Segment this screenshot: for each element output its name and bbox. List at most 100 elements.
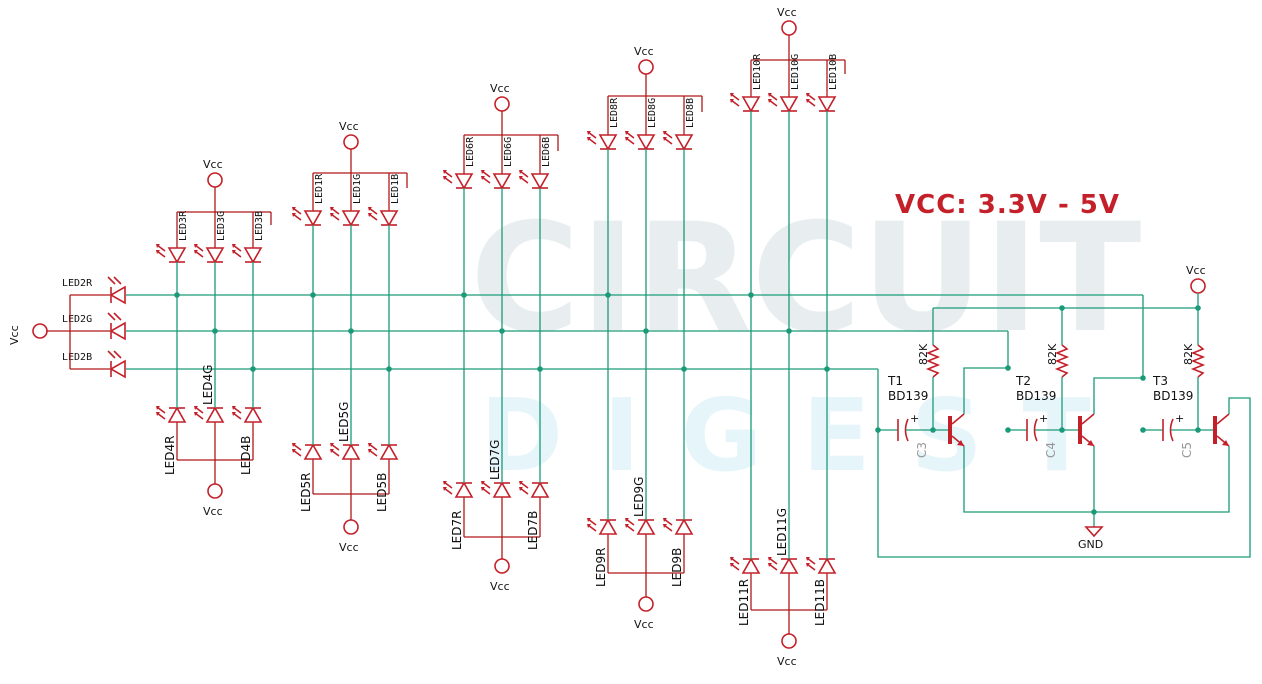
led-arrowhead <box>625 137 629 141</box>
capacitor-label: C5 <box>1180 442 1194 458</box>
led-triangle <box>530 481 550 498</box>
led-triangle <box>243 247 263 264</box>
column-row-junction <box>748 292 754 298</box>
vcc-label: Vcc <box>203 158 223 171</box>
led-arrowhead <box>443 176 447 180</box>
top-led <box>625 131 656 151</box>
led-arrowhead <box>194 250 198 254</box>
led-triangle <box>454 481 474 498</box>
led-arrow <box>113 276 122 285</box>
led-triangle <box>379 443 399 460</box>
vcc-label: Vcc <box>490 82 510 95</box>
led-arrowhead <box>232 244 236 248</box>
led-arrowhead <box>330 213 334 217</box>
bottom-led-label: LED4R <box>163 436 177 475</box>
top-led-label: LED3G <box>216 211 227 241</box>
led-triangle <box>205 406 225 423</box>
top-led-label: LED1G <box>352 174 363 204</box>
top-led <box>806 93 837 113</box>
led-arrowhead <box>768 99 772 103</box>
left-vcc-label: Vcc <box>8 325 21 345</box>
bottom-led-label: LED11B <box>813 579 827 626</box>
led-triangle <box>109 359 126 379</box>
left-vcc-terminal <box>32 323 48 339</box>
led-arrowhead <box>768 557 772 561</box>
led-arrowhead <box>481 481 485 485</box>
column-row-junction <box>824 366 830 372</box>
led-triangle <box>817 96 837 113</box>
led-arrowhead <box>519 481 523 485</box>
vcc-terminal <box>494 96 510 112</box>
led-arrowhead <box>730 557 734 561</box>
led-arrowhead <box>663 137 667 141</box>
top-led-label: LED10G <box>790 54 801 90</box>
row-led-3 <box>107 350 126 379</box>
led-arrowhead <box>330 449 334 453</box>
vcc-terminal <box>207 172 223 188</box>
transistor-part: BD139 <box>888 389 928 403</box>
emitter-arrow <box>1222 440 1229 446</box>
transistor-base-bar <box>948 416 952 444</box>
cap-plus: + <box>1175 412 1184 425</box>
circuit: LED2RLED2GLED2BVccVccVccLED3RLED4RLED3GL… <box>8 6 1251 668</box>
watermark-line2: DIGEST <box>480 377 1131 494</box>
led-arrowhead <box>232 250 236 254</box>
bottom-led-label: LED11R <box>737 579 751 626</box>
led-triangle <box>741 557 761 574</box>
row-led-2 <box>107 312 126 341</box>
led-triangle <box>303 443 323 460</box>
column-row-junction <box>681 366 687 372</box>
top-led-label: LED10R <box>752 53 763 90</box>
gnd-junction <box>1091 509 1097 515</box>
led-arrowhead <box>587 524 591 528</box>
led-triangle <box>109 285 126 305</box>
vcc-terminal <box>343 519 359 535</box>
row-led-label: LED2G <box>62 314 92 325</box>
top-led <box>232 244 263 264</box>
resistor-zigzag <box>1054 344 1070 378</box>
top-led-label: LED3B <box>254 211 265 241</box>
led-arrowhead <box>368 207 372 211</box>
resistor-label: 82K <box>1046 343 1059 365</box>
column-row-junction <box>250 366 256 372</box>
top-led-label: LED6G <box>503 137 514 167</box>
led-arrowhead <box>481 170 485 174</box>
led-arrowhead <box>330 443 334 447</box>
transistor-collector <box>1216 413 1230 425</box>
vcc-label: Vcc <box>203 505 223 518</box>
vcc-label: Vcc <box>490 580 510 593</box>
row-led-label: LED2B <box>62 352 92 363</box>
column-row-junction <box>310 292 316 298</box>
led-triangle <box>636 134 656 151</box>
led-arrowhead <box>194 244 198 248</box>
led-triangle <box>109 321 126 341</box>
bottom-led <box>625 518 656 535</box>
led-arrowhead <box>156 406 160 410</box>
vcc-terminal <box>1190 278 1206 294</box>
led-arrowhead <box>519 170 523 174</box>
led-arrowhead <box>443 481 447 485</box>
top-led <box>587 131 618 151</box>
top-led-label: LED3R <box>178 210 189 241</box>
bottom-led <box>194 406 225 423</box>
vcc-terminal <box>781 633 797 649</box>
top-led-label: LED10B <box>828 54 839 90</box>
bottom-led <box>806 557 837 574</box>
led-arrowhead <box>292 449 296 453</box>
bottom-led-label: LED7G <box>488 440 502 480</box>
collector-1 <box>963 367 1008 414</box>
led-triangle <box>598 518 618 535</box>
led-arrowhead <box>663 524 667 528</box>
led-arrowhead <box>368 443 372 447</box>
bottom-led-label: LED7B <box>526 511 540 550</box>
bottom-led-label: LED4G <box>201 365 215 405</box>
resistor-label: 82K <box>1182 343 1195 365</box>
led-arrowhead <box>481 487 485 491</box>
cap-plate-curved <box>1033 418 1038 442</box>
led-arrowhead <box>806 99 810 103</box>
watermark: CIRCUIT DIGEST <box>470 192 1141 494</box>
led-arrowhead <box>156 250 160 254</box>
led-arrowhead <box>292 443 296 447</box>
gnd-symbol <box>1084 526 1104 538</box>
